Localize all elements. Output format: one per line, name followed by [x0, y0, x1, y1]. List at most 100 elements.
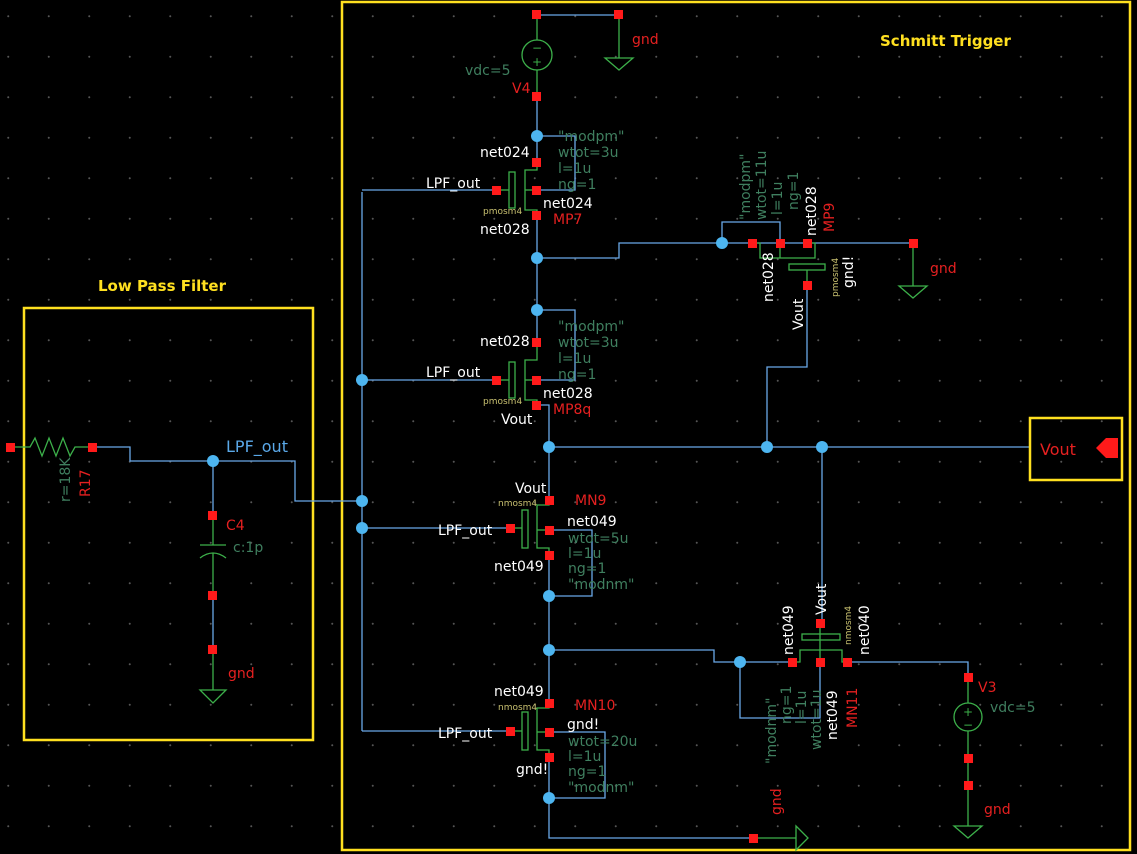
gnd-label: gnd [984, 802, 1011, 818]
mn11-drain-net: net040 [857, 605, 873, 655]
mp7-drain-net: net028 [480, 222, 530, 238]
ground-icon [952, 785, 984, 839]
mn9-param: "modnm" [568, 577, 634, 593]
schmitt-trigger-block [340, 0, 1132, 852]
v4-value: vdc=5 [465, 63, 511, 79]
mp9-name: MP9 [822, 203, 838, 232]
svg-text:+: + [532, 55, 542, 69]
c4-value: c:1p [233, 540, 263, 556]
output-pin-icon [1096, 438, 1118, 458]
mp8-param: "modpm" [558, 319, 625, 335]
mn11-name: MN11 [845, 688, 861, 728]
mn11-source-net: net049 [781, 605, 797, 655]
vout-port-label[interactable]: Vout [1040, 440, 1076, 459]
mp9-param: wtot=11u [754, 151, 770, 220]
mn10-drain-net: net049 [494, 684, 544, 700]
svg-text:−: − [963, 718, 973, 732]
mp8-name: MP8q [553, 402, 591, 418]
r17-name: R17 [78, 469, 94, 497]
mn11-gate-net: Vout [814, 583, 830, 615]
v4-name: V4 [512, 81, 531, 97]
lpf-out-net-label: LPF_out [226, 437, 288, 457]
mn9-param: l=1u [568, 546, 601, 562]
mn9-name: MN9 [575, 493, 606, 509]
vsource-v4-symbol: −+ [521, 15, 553, 97]
mn10-param: l=1u [568, 749, 601, 765]
mn11-symbol [792, 623, 847, 663]
mn10-source-net: gnd! [516, 762, 548, 778]
mn10-cell: nmosm4 [498, 703, 537, 713]
mp9-bulk-net: net028 [804, 186, 820, 236]
r17-value: r=18K [58, 457, 74, 502]
schmitt-trigger-title: Schmitt Trigger [880, 32, 1011, 50]
mp8-param: ng=1 [558, 367, 596, 383]
mp8-drain-net: Vout [501, 412, 533, 428]
mp8-gate-net: LPF_out [426, 365, 481, 381]
ground-icon [897, 243, 929, 299]
ground-icon [198, 650, 228, 704]
symbols: −+ +− [10, 15, 1124, 852]
mp9-param: "modpm" [738, 154, 754, 221]
mn9-source-net: net049 [494, 559, 544, 575]
mn10-param: "modnm" [568, 780, 634, 796]
vsource-v3-symbol: +− [953, 677, 983, 785]
mp7-source-net: net024 [480, 145, 530, 161]
capacitor-c4-symbol [199, 515, 227, 596]
mp7-param: "modpm" [558, 129, 625, 145]
gnd-label: gnd [228, 666, 255, 682]
svg-text:+: + [963, 705, 973, 719]
mn9-gate-net: LPF_out [438, 523, 493, 539]
gnd-label: gnd [930, 261, 957, 277]
mp7-bulk-net: net024 [543, 196, 593, 212]
mp9-drain-net: gnd! [841, 256, 857, 288]
mn9-param: ng=1 [568, 561, 606, 577]
mp7-cell: pmosm4 [483, 207, 522, 217]
mp9-gate-net: Vout [791, 298, 807, 330]
mn10-param: wtot=20u [568, 734, 637, 750]
svg-text:−: − [532, 41, 542, 55]
pins[interactable] [6, 10, 973, 843]
mn10-bulk-net: gnd! [567, 717, 599, 733]
mn9-cell: nmosm4 [498, 499, 537, 509]
mp8-symbol [497, 343, 538, 405]
v3-name: V3 [978, 680, 996, 696]
mp8-param: l=1u [558, 351, 591, 367]
mn9-param: wtot=5u [568, 531, 629, 547]
mn11-param: "modnm" [764, 698, 780, 764]
mn11-param: ng=1 [779, 686, 795, 724]
mn11-cell: nmosm4 [844, 606, 854, 645]
mn10-param: ng=1 [568, 764, 606, 780]
mn9-drain-net: Vout [515, 481, 547, 497]
mn10-name: MN10 [575, 698, 615, 714]
mp7-param: ng=1 [558, 177, 596, 193]
ground-icon [603, 15, 635, 71]
mp7-name: MP7 [553, 212, 582, 228]
mp7-param: l=1u [558, 161, 591, 177]
mn11-param: wtot=1u [809, 689, 825, 750]
mp8-param: wtot=3u [558, 335, 619, 351]
resistor-r17-symbol [10, 436, 92, 458]
mp9-cell: pmosm4 [831, 258, 841, 297]
v3-value: vdc=5 [990, 700, 1036, 716]
mp9-param: l=1u [770, 182, 786, 215]
mp7-gate-net: LPF_out [426, 176, 481, 192]
mn11-labels: net049 Vout nmosm4 net040 "modnm" ng=1 l… [764, 583, 873, 764]
junction-nodes [207, 130, 828, 804]
mn11-bulk-net: net049 [825, 690, 841, 740]
mn10-gate-net: LPF_out [438, 726, 493, 742]
low-pass-filter-title: Low Pass Filter [98, 277, 227, 295]
mp9-labels: "modpm" wtot=11u l=1u ng=1 net028 MP9 ne… [738, 151, 857, 330]
mp8-source-net: net028 [480, 334, 530, 350]
gnd-label: gnd [632, 32, 659, 48]
mp7-param: wtot=3u [558, 145, 619, 161]
ground-icon [753, 824, 809, 852]
low-pass-filter-block [22, 306, 315, 742]
wires [92, 14, 1030, 839]
mn9-bulk-net: net049 [567, 514, 617, 530]
mp9-param: ng=1 [786, 172, 802, 210]
mn11-param: l=1u [794, 691, 810, 724]
gnd-label: gnd [769, 788, 785, 815]
c4-name: C4 [226, 518, 245, 534]
mp8-bulk-net: net028 [543, 386, 593, 402]
